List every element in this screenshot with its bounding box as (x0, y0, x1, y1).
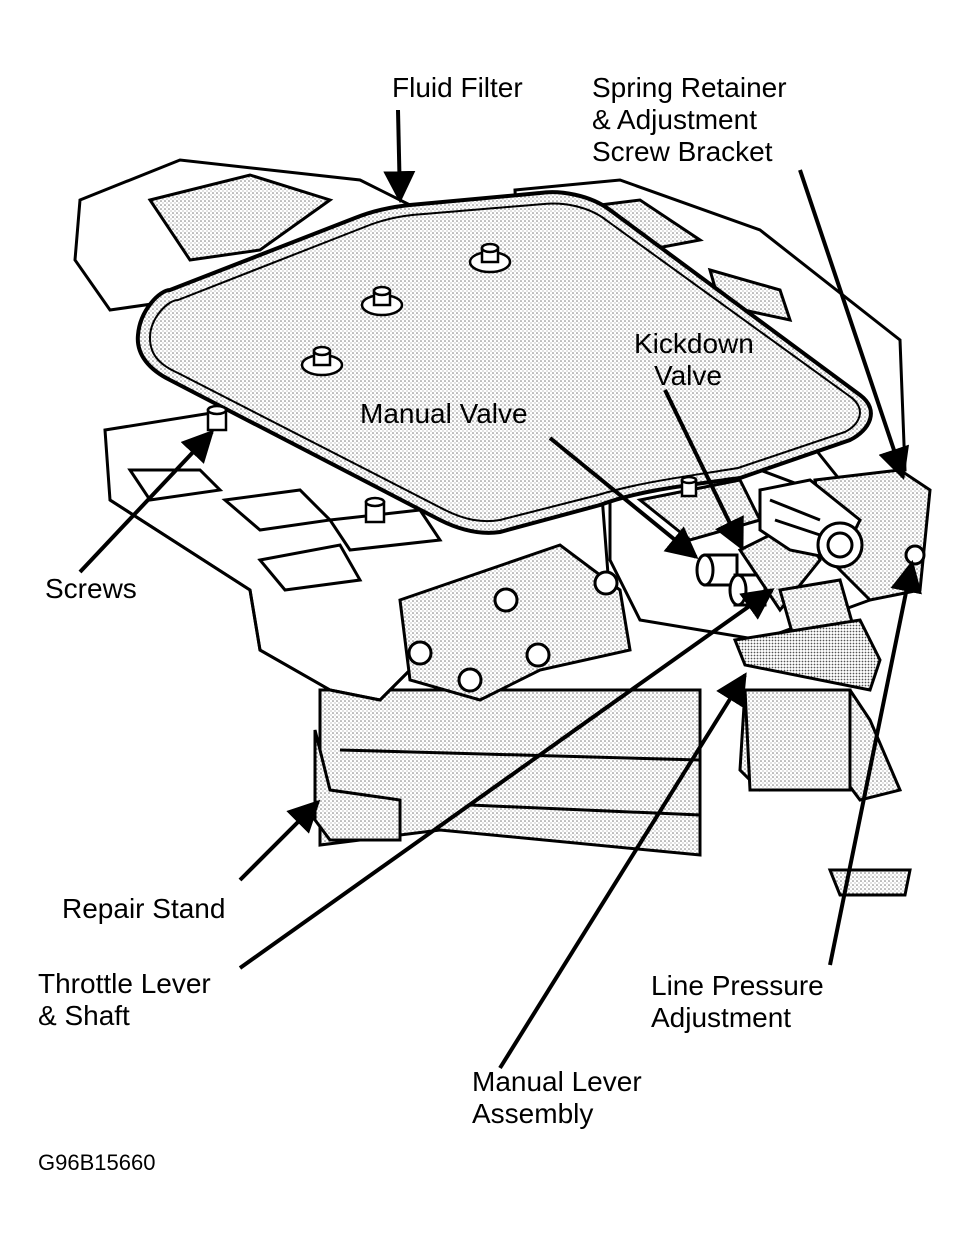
leader-spring-retainer (798, 169, 910, 481)
leader-throttle-lever (238, 588, 775, 970)
leader-repair-stand (238, 799, 321, 882)
leader-screws (78, 429, 215, 574)
leader-line-pressure (828, 559, 922, 966)
screws-label: Screws (45, 573, 137, 604)
leader-kickdown-valve (663, 389, 744, 551)
throttle-lever-label: Throttle Lever & Shaft (38, 968, 211, 1031)
figure-id: G96B15660 (38, 1150, 156, 1175)
line-pressure-label: Line Pressure Adjustment (651, 970, 824, 1033)
leader-lines (78, 109, 922, 1070)
spring-retainer-label: Spring Retainer & Adjustment Screw Brack… (592, 72, 787, 167)
leader-manual-valve (548, 436, 699, 560)
leader-manual-lever (498, 672, 747, 1070)
screws (206, 404, 698, 524)
kickdown-valve-label: Kickdown Valve (634, 328, 754, 391)
manual-lever-label: Manual Lever Assembly (472, 1066, 642, 1129)
fluid-filter-label: Fluid Filter (392, 72, 523, 103)
leader-fluid-filter (383, 109, 416, 204)
repair-stand-label: Repair Stand (62, 893, 226, 924)
manual-valve-label: Manual Valve (360, 398, 528, 429)
